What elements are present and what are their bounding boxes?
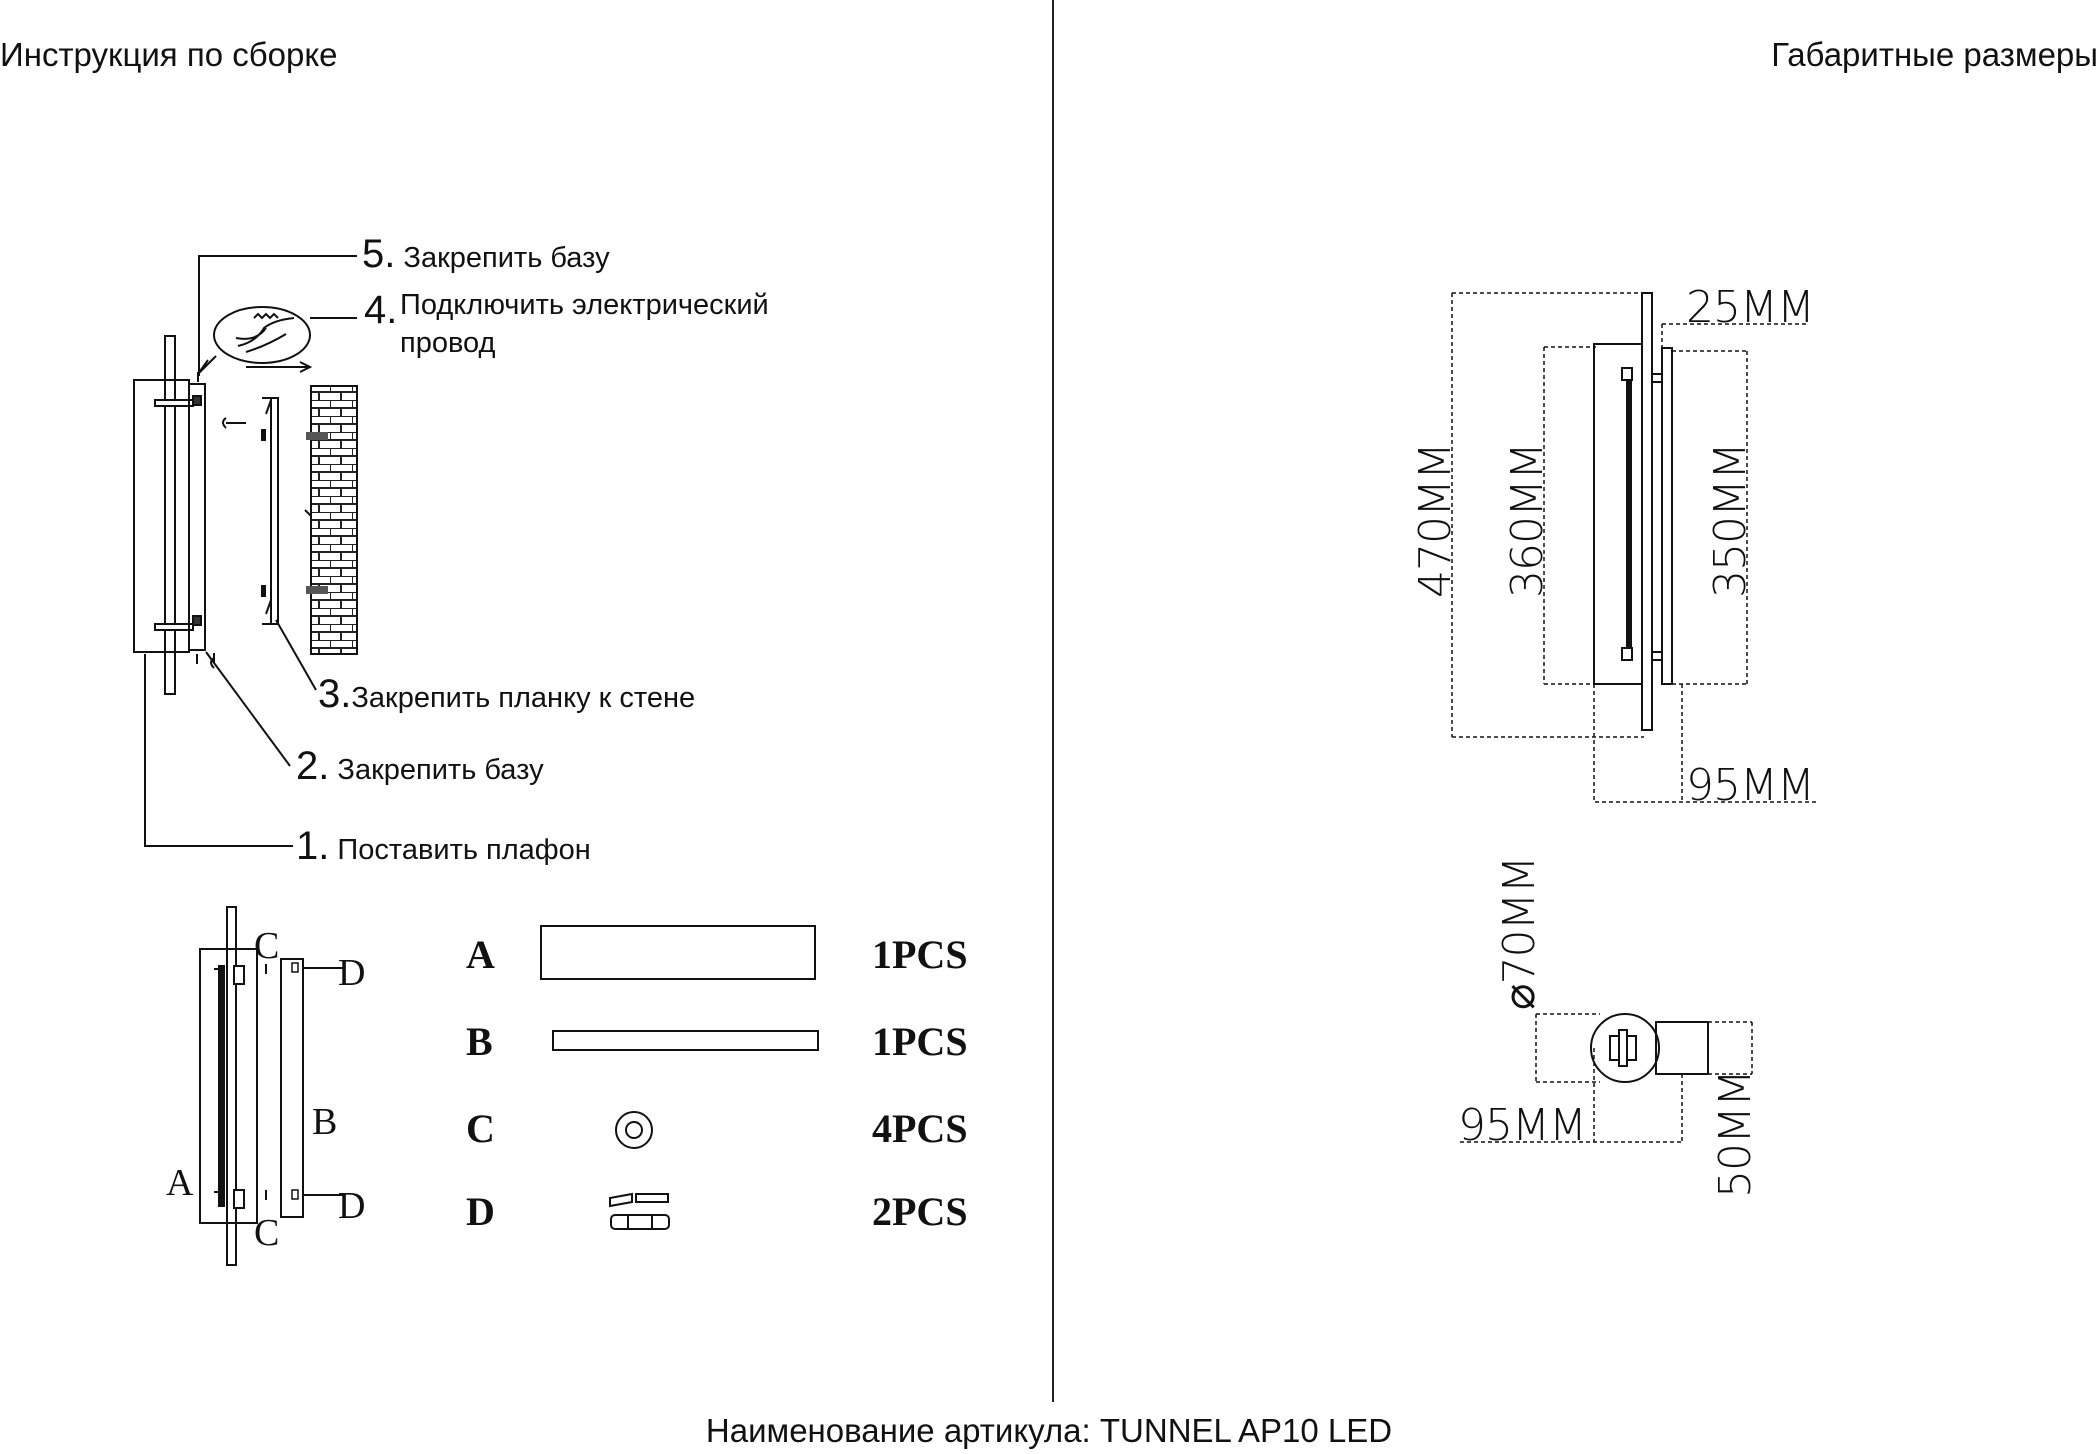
callout-c-bottom: C: [254, 1212, 279, 1254]
parts-side-view: [199, 906, 345, 1266]
article-name: Наименование артикула: TUNNEL AP10 LED: [705, 1412, 1393, 1449]
part-c-letter: C: [466, 1106, 495, 1151]
step-leaders: [144, 255, 357, 847]
callout-d-top: D: [338, 952, 365, 994]
part-b-shape: [552, 1030, 819, 1051]
side-dimension-lines: [1460, 1013, 1753, 1143]
dim-95mm-side: 95MM: [1458, 1100, 1586, 1151]
step-5-number: 5.: [362, 232, 396, 276]
assembly-title: Инструкция по сборке: [0, 36, 338, 73]
step-5-label: 5. Закрепить базу: [362, 232, 610, 277]
dim-360mm: 360MM: [1502, 443, 1553, 598]
part-d-letter: D: [466, 1189, 495, 1234]
part-c-qty: 4PCS: [872, 1106, 968, 1151]
parts-list-text: A B C D 1PCS 1PCS 4PCS 2PCS: [466, 932, 968, 1234]
dimensions-title: Габаритные размеры: [1771, 36, 2098, 73]
part-b-letter: B: [466, 1019, 493, 1064]
part-b-qty: 1PCS: [872, 1019, 968, 1064]
step-1-number: 1.: [296, 824, 330, 868]
arrow-right: [246, 361, 313, 373]
step-1-text: Поставить плафон: [337, 834, 591, 866]
shade-box: [133, 379, 190, 653]
step-2-label: 2. Закрепить базу: [296, 744, 544, 789]
front-dimension-view: [1593, 292, 1673, 731]
part-a-shape: [540, 925, 816, 980]
step-1-label: 1. Поставить плафон: [296, 824, 591, 869]
front-dimension-lines: [1451, 292, 1819, 803]
step-3-text: Закрепить планку к стене: [351, 682, 696, 714]
side-base: [280, 958, 304, 1218]
dim-25mm: 25MM: [1686, 282, 1814, 333]
dim-glass: [1641, 292, 1653, 731]
step-4-label: 4.: [364, 288, 397, 333]
step-3-label: 3.Закрепить планку к стене: [318, 672, 695, 717]
dim-diameter-70mm: ⌀70MM: [1494, 857, 1545, 1010]
dim-shade: [1593, 343, 1643, 685]
step-5-text: Закрепить базу: [403, 242, 610, 274]
glass-plate: [164, 335, 176, 695]
step-2-text: Закрепить базу: [337, 754, 544, 786]
dim-350mm: 350MM: [1705, 443, 1756, 598]
dim-470mm: 470MM: [1410, 443, 1461, 598]
dim-95mm-bottom: 95MM: [1686, 760, 1814, 811]
callout-a: A: [166, 1162, 194, 1204]
step-4-text: Подключить электрический: [400, 289, 769, 321]
dim-50mm: 50MM: [1710, 1070, 1761, 1198]
dim-round-shade: [1590, 1013, 1660, 1083]
part-callouts: C C D D B A: [166, 925, 365, 1254]
base-body: [188, 383, 206, 651]
mounting-plate: [270, 397, 279, 625]
callout-c-top: C: [254, 925, 279, 967]
brick-wall: [310, 385, 358, 655]
side-glass: [226, 906, 237, 1266]
part-d-qty: 2PCS: [872, 1189, 968, 1234]
part-d-nut-icon: [609, 1192, 670, 1230]
step-4-text-block: Подключить электрический провод: [400, 286, 769, 362]
step-4-text-line2: провод: [400, 327, 496, 359]
side-dimension-labels: 95MM ⌀70MM 50MM: [1458, 857, 1761, 1198]
exploded-assembly-view: [133, 306, 358, 695]
part-a-qty: 1PCS: [872, 932, 968, 977]
callout-b: B: [312, 1101, 337, 1143]
part-a-letter: A: [466, 932, 495, 977]
part-c-washer-icon: [615, 1111, 653, 1149]
front-dimension-labels: 25MM 95MM 470MM 360MM 350MM: [1410, 282, 1815, 811]
side-dimension-view: [1590, 1013, 1709, 1083]
wire-bubble: [213, 306, 311, 364]
side-shade: [199, 948, 258, 1224]
dim-side-base: [1655, 1021, 1709, 1075]
callout-d-bottom: D: [338, 1185, 365, 1227]
step-4-number: 4.: [364, 288, 398, 332]
step-3-number: 3.: [318, 672, 352, 716]
parts-list-icons: [540, 925, 819, 1230]
step-2-number: 2.: [296, 744, 330, 788]
